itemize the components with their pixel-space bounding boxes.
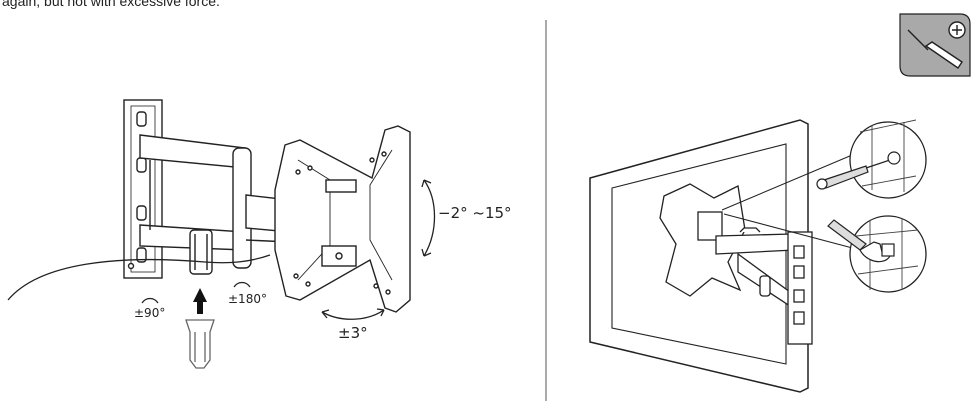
tilt-arrow	[421, 179, 436, 257]
mounted-plate	[659, 183, 746, 297]
swivel-arm-arrow	[233, 281, 251, 288]
wrench-icon	[827, 219, 891, 263]
instruction-text: again, but not with excessive force.	[2, 0, 220, 9]
callout-lines	[721, 149, 865, 251]
detail-wrench-callout	[827, 215, 927, 293]
wall-plate	[123, 99, 163, 279]
mounted-arm	[715, 227, 795, 308]
insert-arrow-icon	[193, 288, 207, 314]
tilt-label: −2° ~15°	[438, 204, 512, 222]
mounted-wall-plate	[787, 231, 813, 345]
power-cable	[7, 254, 271, 301]
rotate-label: ±3°	[338, 324, 368, 342]
swivel-wall-label: ±90°	[134, 306, 165, 320]
screwdriver-icon	[907, 21, 966, 69]
cable-clip	[185, 319, 215, 369]
swing-arm	[139, 134, 291, 275]
tool-badge	[899, 13, 971, 77]
tv-mount-plate	[274, 125, 411, 313]
swivel-wall-arrow	[141, 297, 159, 304]
detail-screw-callout	[816, 119, 927, 199]
rotate-arrow	[321, 308, 385, 320]
screwdriver-icon	[816, 159, 891, 190]
swivel-arm-label: ±180°	[228, 292, 267, 306]
